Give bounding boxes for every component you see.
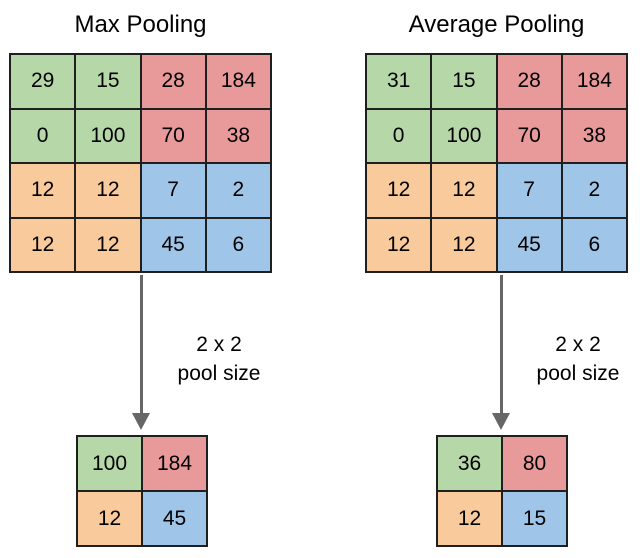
- grid-cell: 45: [141, 218, 205, 271]
- pool-size-label-line2: pool size: [177, 362, 261, 385]
- average-pooling-output-grid: 36 80 12 15: [436, 435, 568, 547]
- grid-cell: 38: [206, 109, 270, 162]
- max-pooling-input-grid: 29 15 28 184 0 100 70 38 12 12 7 2 12 12…: [9, 53, 272, 273]
- grid-cell: 100: [76, 109, 140, 162]
- grid-cell: 36: [438, 437, 501, 490]
- grid-cell: 184: [206, 55, 270, 108]
- grid-cell: 0: [11, 109, 75, 162]
- average-pooling-input-grid: 31 15 28 184 0 100 70 38 12 12 7 2 12 12…: [365, 53, 628, 273]
- grid-cell: 29: [11, 55, 75, 108]
- grid-cell: 15: [432, 55, 496, 108]
- grid-cell: 12: [11, 218, 75, 271]
- pool-size-label: 2 x 2 pool size: [513, 330, 640, 388]
- grid-cell: 184: [562, 55, 626, 108]
- pool-size-label-line1: 2 x 2: [555, 333, 601, 356]
- grid-cell: 6: [206, 218, 270, 271]
- grid-cell: 184: [143, 437, 206, 490]
- grid-cell: 80: [503, 437, 566, 490]
- grid-cell: 2: [206, 164, 270, 217]
- average-pooling-title: Average Pooling: [408, 11, 585, 38]
- grid-cell: 6: [562, 218, 626, 271]
- grid-cell: 70: [141, 109, 205, 162]
- grid-cell: 12: [76, 218, 140, 271]
- pool-size-label-line1: 2 x 2: [196, 333, 242, 356]
- grid-cell: 31: [367, 55, 431, 108]
- grid-cell: 0: [367, 109, 431, 162]
- grid-cell: 7: [141, 164, 205, 217]
- grid-cell: 12: [438, 492, 501, 545]
- down-arrow-head-icon: [132, 413, 150, 430]
- max-pooling-output-grid: 100 184 12 45: [76, 435, 208, 547]
- down-arrow-shaft: [500, 275, 503, 413]
- grid-cell: 12: [432, 218, 496, 271]
- grid-cell: 15: [76, 55, 140, 108]
- grid-cell: 12: [432, 164, 496, 217]
- grid-cell: 38: [562, 109, 626, 162]
- grid-cell: 45: [143, 492, 206, 545]
- grid-cell: 2: [562, 164, 626, 217]
- grid-cell: 28: [497, 55, 561, 108]
- grid-cell: 70: [497, 109, 561, 162]
- grid-cell: 100: [78, 437, 141, 490]
- grid-cell: 12: [367, 164, 431, 217]
- grid-cell: 45: [497, 218, 561, 271]
- pool-size-label-line2: pool size: [536, 362, 620, 385]
- grid-cell: 100: [432, 109, 496, 162]
- grid-cell: 28: [141, 55, 205, 108]
- max-pooling-title: Max Pooling: [74, 11, 207, 38]
- grid-cell: 7: [497, 164, 561, 217]
- grid-cell: 12: [367, 218, 431, 271]
- down-arrow-shaft: [140, 275, 143, 413]
- grid-cell: 12: [78, 492, 141, 545]
- pool-size-label: 2 x 2 pool size: [154, 330, 284, 388]
- grid-cell: 15: [503, 492, 566, 545]
- grid-cell: 12: [11, 164, 75, 217]
- down-arrow-head-icon: [492, 413, 510, 430]
- grid-cell: 12: [76, 164, 140, 217]
